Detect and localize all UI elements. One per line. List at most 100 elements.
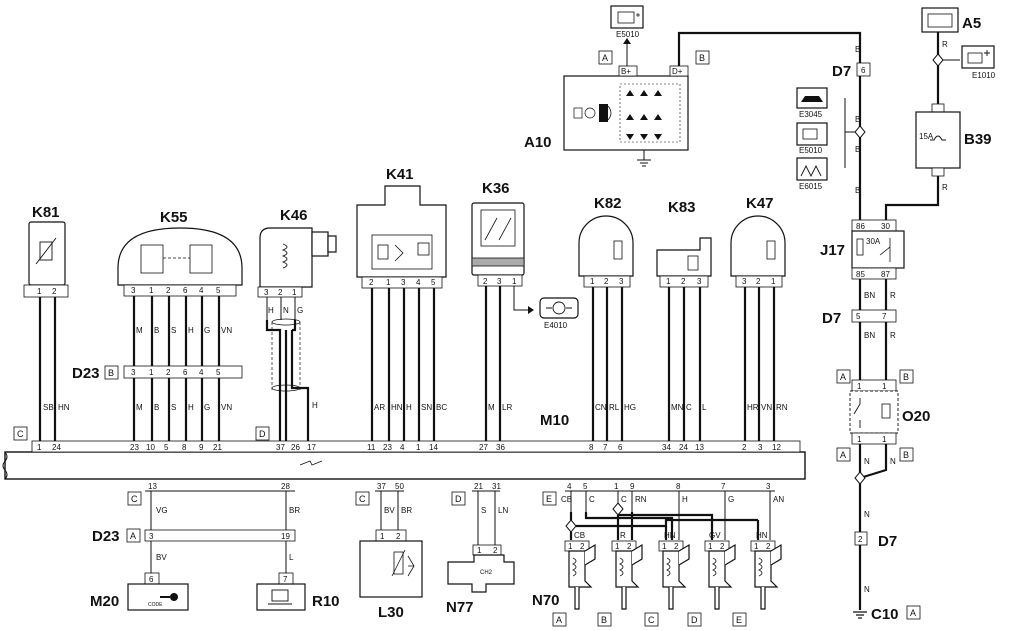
- code-e4010: E4010: [544, 321, 568, 330]
- svg-text:HN: HN: [58, 403, 70, 412]
- svg-text:7: 7: [721, 482, 726, 491]
- svg-text:2: 2: [627, 542, 632, 551]
- svg-text:23: 23: [130, 443, 139, 452]
- svg-text:VN: VN: [221, 326, 232, 335]
- d7-bot-connector: 2: [854, 531, 868, 546]
- svg-text:85: 85: [856, 270, 865, 279]
- svg-text:A: A: [130, 531, 136, 541]
- wl-bv-m20: BV: [156, 553, 167, 562]
- svg-text:MN: MN: [671, 403, 684, 412]
- label-d23-bottom: D23: [92, 528, 120, 545]
- label-a10: A10: [524, 134, 552, 151]
- svg-text:37: 37: [276, 443, 285, 452]
- svg-text:2: 2: [396, 532, 401, 541]
- e6015-warning-icon: [796, 157, 828, 181]
- svg-text:1: 1: [708, 542, 713, 551]
- svg-text:4: 4: [416, 278, 421, 287]
- svg-text:7: 7: [603, 443, 608, 452]
- svg-text:23: 23: [383, 443, 392, 452]
- svg-text:D+: D+: [672, 67, 683, 76]
- code-e3045: E3045: [799, 110, 823, 119]
- d23-bottom-connector: 3 19: [144, 529, 296, 542]
- label-k81: K81: [32, 204, 60, 221]
- svg-text:1: 1: [37, 443, 42, 452]
- tag-a-c10: A: [906, 605, 921, 620]
- wl-bn-1: BN: [864, 291, 875, 300]
- svg-text:C: C: [648, 615, 655, 625]
- svg-text:CB: CB: [574, 531, 585, 540]
- label-d7-mid: D7: [822, 310, 841, 327]
- svg-text:1: 1: [666, 277, 671, 286]
- svg-text:34: 34: [662, 443, 671, 452]
- svg-text:2: 2: [720, 542, 725, 551]
- tag-d-top: D: [255, 426, 270, 441]
- svg-text:1: 1: [614, 482, 619, 491]
- label-k46: K46: [280, 207, 308, 224]
- svg-text:B: B: [154, 326, 159, 335]
- svg-text:H: H: [312, 401, 318, 410]
- svg-text:7: 7: [882, 312, 887, 321]
- label-r10: R10: [312, 593, 340, 610]
- label-d23-left: D23: [72, 365, 100, 382]
- m20-immobilizer: 6 CODE: [127, 572, 189, 611]
- svg-text:3: 3: [131, 286, 136, 295]
- wl-ln-n77: LN: [498, 506, 508, 515]
- label-b39: B39: [964, 131, 992, 148]
- e5010-top-icon: [610, 5, 644, 29]
- svg-text:HN: HN: [756, 531, 768, 540]
- svg-text:B: B: [903, 450, 909, 460]
- svg-text:13: 13: [148, 482, 157, 491]
- svg-text:15A: 15A: [919, 132, 934, 141]
- svg-text:G: G: [728, 495, 734, 504]
- svg-text:A: A: [556, 615, 562, 625]
- a10-bplus-arrow: [623, 38, 631, 44]
- svg-text:C: C: [686, 403, 692, 412]
- svg-text:6: 6: [861, 66, 866, 75]
- svg-text:HN: HN: [391, 403, 403, 412]
- svg-text:6: 6: [183, 286, 188, 295]
- svg-text:3: 3: [697, 277, 702, 286]
- svg-text:2: 2: [604, 277, 609, 286]
- svg-text:M: M: [136, 403, 143, 412]
- svg-text:3: 3: [131, 368, 136, 377]
- label-j17: J17: [820, 242, 845, 259]
- svg-text:M: M: [488, 403, 495, 412]
- svg-text:87: 87: [881, 270, 890, 279]
- svg-text:C: C: [131, 494, 138, 504]
- svg-text:9: 9: [630, 482, 635, 491]
- svg-text:AN: AN: [773, 495, 784, 504]
- svg-text:VN: VN: [761, 403, 772, 412]
- svg-text:C: C: [621, 495, 627, 504]
- svg-text:2: 2: [674, 542, 679, 551]
- n70-harness: CB C C RN H G AN CB R HN GV HN: [561, 491, 784, 540]
- svg-text:1: 1: [857, 435, 862, 444]
- svg-text:1: 1: [771, 277, 776, 286]
- wl-r-2: R: [890, 331, 896, 340]
- k36-sensor: 2 3 1: [471, 202, 525, 287]
- tag-e-bottom: E: [542, 491, 557, 506]
- k41-sensor: 2 1 3 4 5: [356, 185, 447, 289]
- svg-text:CN: CN: [595, 403, 607, 412]
- c10-ground: [853, 611, 867, 619]
- label-d7-top: D7: [832, 63, 851, 80]
- svg-text:1: 1: [882, 435, 887, 444]
- wl-bn-2: BN: [864, 331, 875, 340]
- svg-text:19: 19: [281, 532, 290, 541]
- wl-b-4: B: [855, 186, 860, 195]
- k81-wires: SB HN: [38, 297, 70, 441]
- k47-sensor: 3 2 1: [730, 215, 786, 288]
- svg-text:G: G: [297, 306, 303, 315]
- svg-text:BC: BC: [436, 403, 447, 412]
- tag-b-d23: B: [104, 365, 119, 380]
- label-d7-bot: D7: [878, 533, 897, 550]
- svg-text:H: H: [188, 326, 194, 335]
- k41-wires: AR HN H SN BC: [370, 288, 447, 441]
- svg-text:C: C: [589, 495, 595, 504]
- wl-vg: VG: [156, 506, 168, 515]
- tag-b-a10: B: [695, 50, 710, 65]
- svg-text:HR: HR: [747, 403, 759, 412]
- svg-text:B: B: [108, 368, 114, 378]
- svg-text:H: H: [406, 403, 412, 412]
